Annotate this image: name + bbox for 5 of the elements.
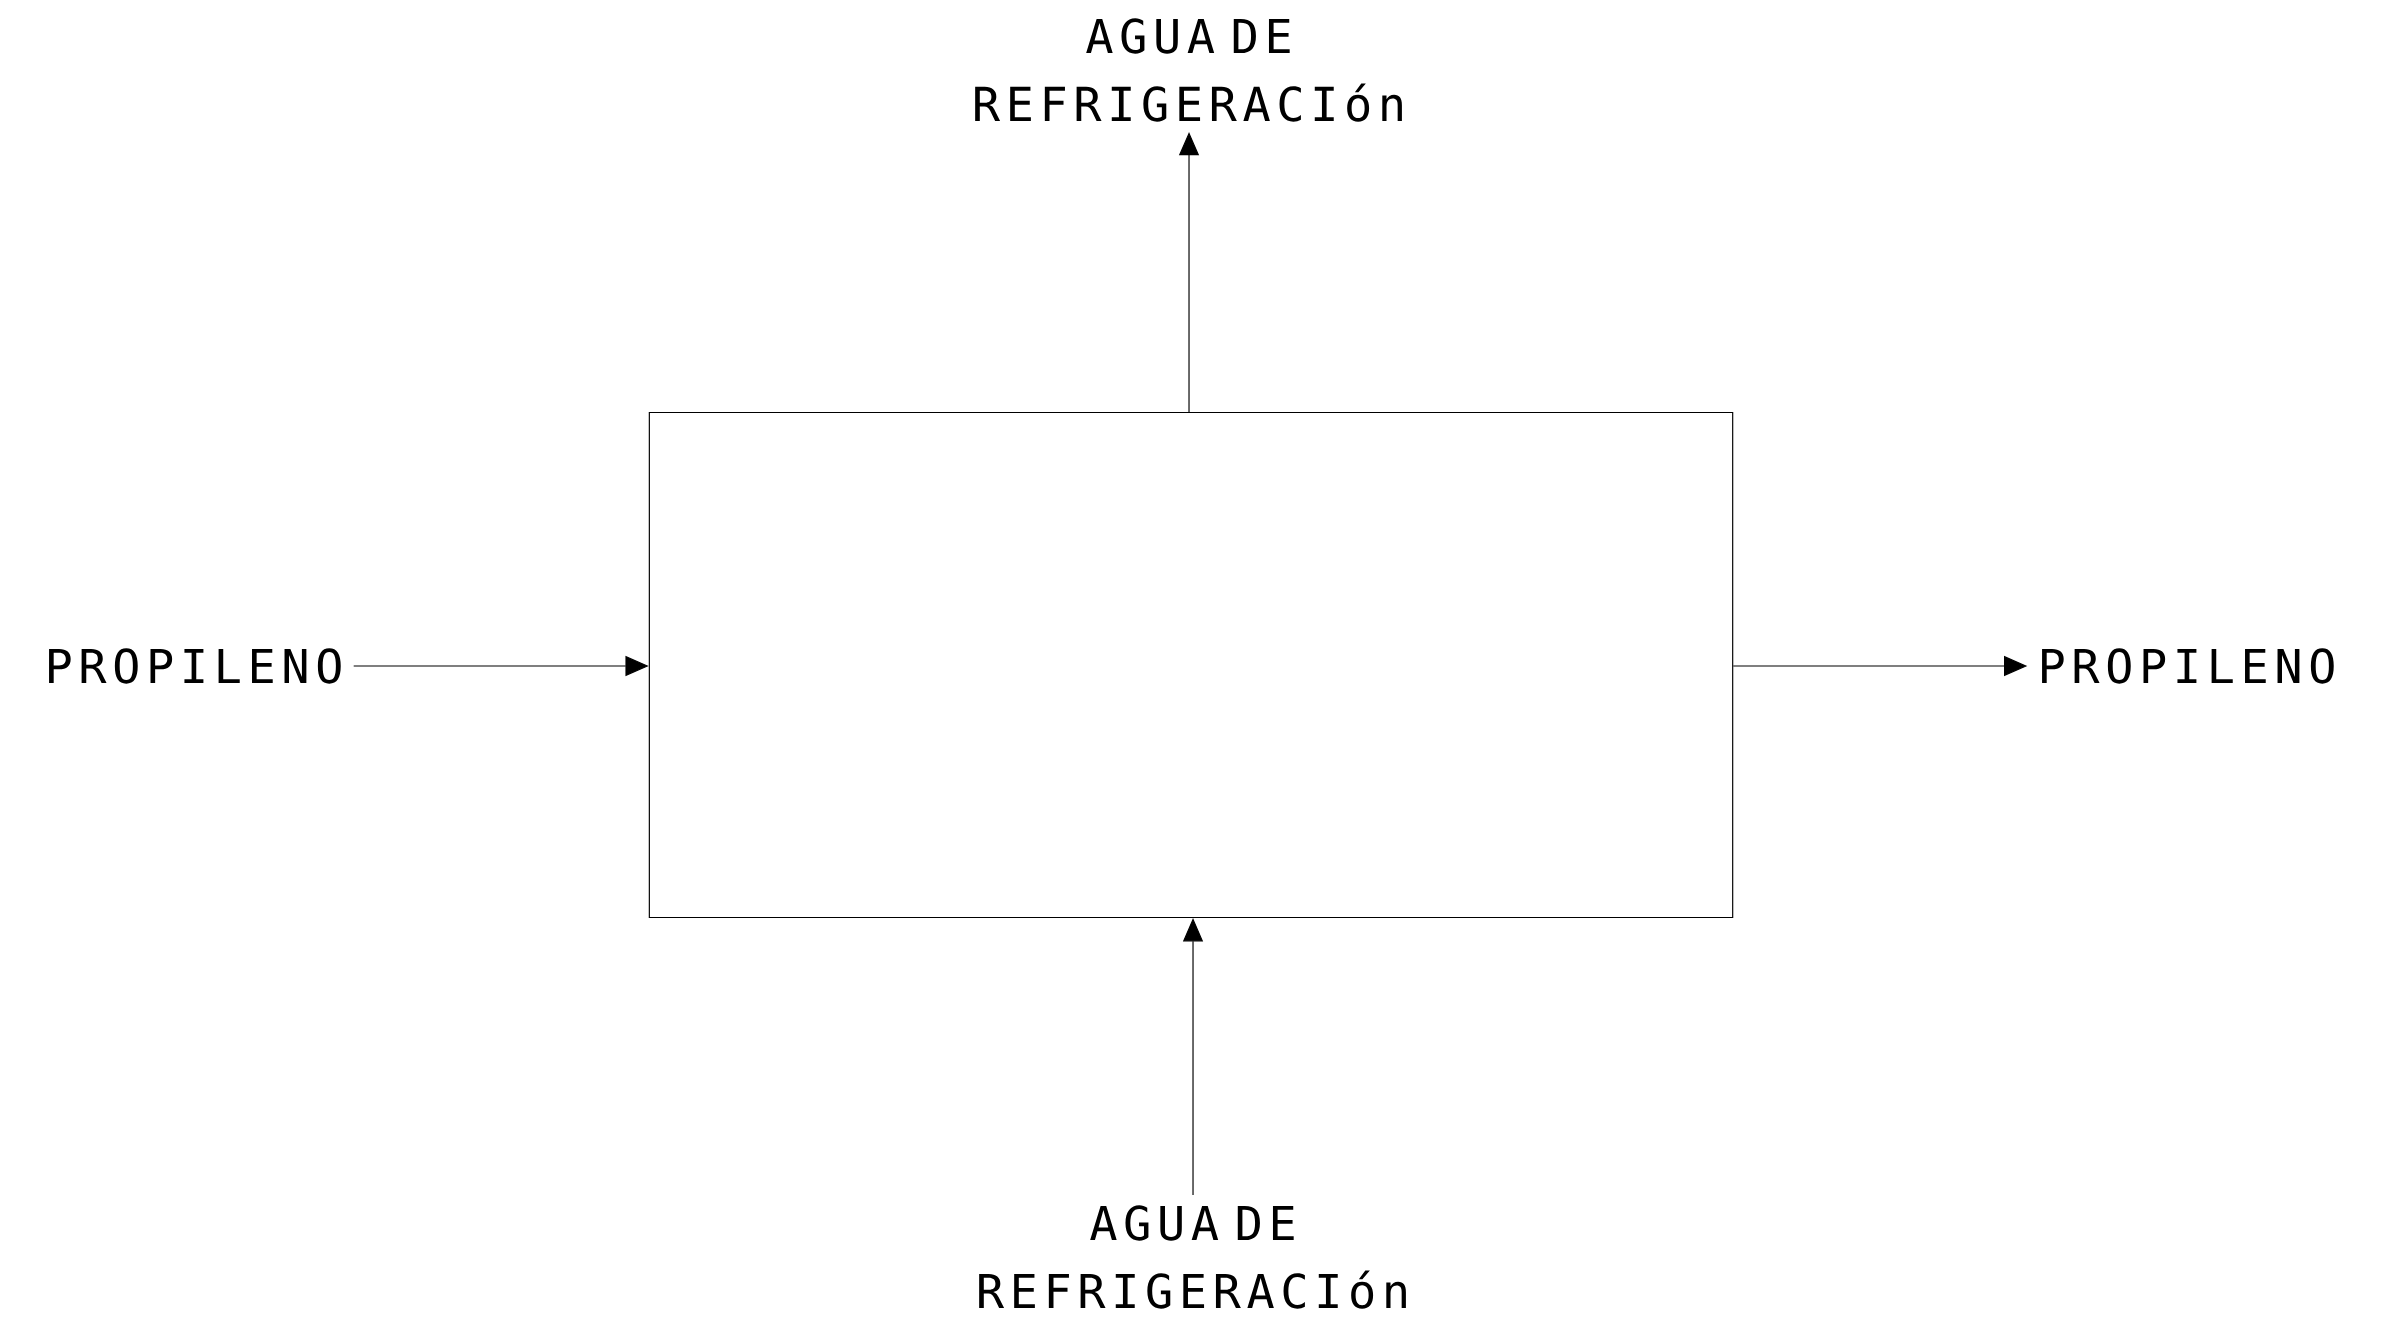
process-box xyxy=(648,411,1734,919)
stream-label: PROPILENO xyxy=(2042,648,2334,684)
stream-label: AGUA DE REFRIGERACIón xyxy=(979,1205,1406,1309)
stream-label: PROPILENO xyxy=(49,648,341,684)
stream-label: AGUA DE REFRIGERACIón xyxy=(975,18,1402,122)
